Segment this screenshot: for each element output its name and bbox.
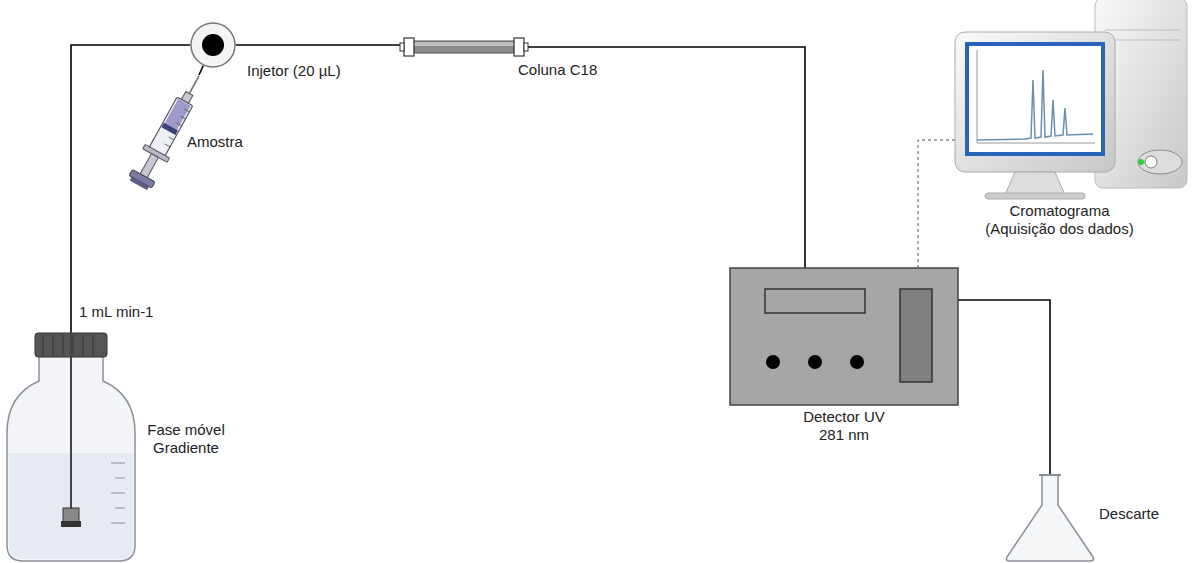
mobile-phase-bottle: Fase móvel Gradiente — [15, 333, 127, 561]
injector-valve: Injetor (20 µL) — [190, 22, 236, 68]
sample-syringe-art — [133, 75, 203, 190]
uv-detector-art — [730, 268, 958, 405]
node-label: Detector UV 281 nm — [794, 408, 894, 444]
flow-rate-label: 1 mL min-1 — [79, 303, 153, 321]
tubing-line — [71, 45, 190, 333]
c18-column-art — [406, 39, 522, 55]
c18-column: Coluna C18 — [406, 39, 522, 55]
tubing-line — [958, 300, 1050, 475]
waste-flask-art — [1005, 475, 1095, 561]
node-label: Injetor (20 µL) — [247, 62, 341, 80]
tubing-line — [918, 140, 955, 268]
sample-syringe: Amostra — [133, 75, 203, 190]
waste-flask: Descarte — [1005, 475, 1095, 561]
node-label: Cromatograma (Aquisição dos dados) — [977, 202, 1142, 238]
tubing-line — [522, 47, 805, 268]
node-label: Descarte — [1099, 505, 1159, 523]
node-label: Fase móvel Gradiente — [140, 421, 232, 457]
tubing-line — [199, 66, 203, 75]
data-computer: Cromatograma (Aquisição dos dados) — [955, 10, 1187, 190]
uv-detector: Detector UV 281 nm — [730, 268, 958, 405]
node-label: Coluna C18 — [518, 61, 597, 79]
node-label: Amostra — [187, 133, 243, 151]
tubing-line — [236, 44, 406, 46]
injector-valve-art — [190, 22, 236, 68]
data-computer-art — [955, 10, 1187, 190]
mobile-phase-bottle-art — [15, 333, 127, 561]
